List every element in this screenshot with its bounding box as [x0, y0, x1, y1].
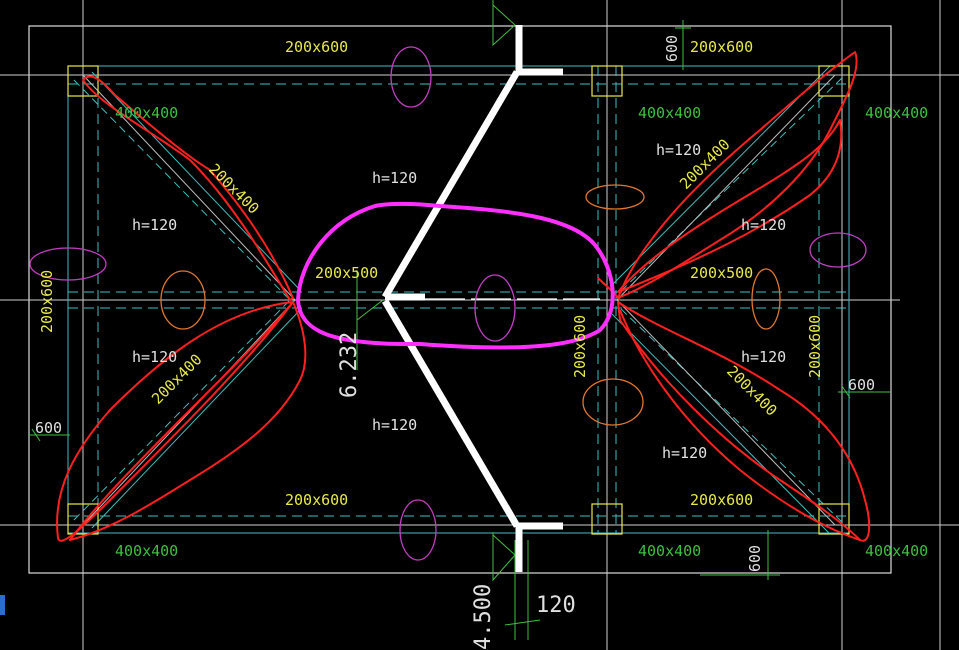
label-beam-left-vertical: 200x600: [38, 270, 56, 333]
wall-upper-diagonal: [381, 70, 521, 299]
markup-bottom-right: [617, 301, 871, 542]
label-diag-beam-br: 200x400: [723, 362, 780, 419]
columns: [67, 65, 850, 535]
label-dim-600-top: 600: [663, 35, 681, 62]
label-diag-beam-tl: 200x400: [205, 160, 262, 217]
markup-top-left: [82, 75, 294, 301]
column-bm: [591, 503, 623, 535]
label-slab-tr-upper: h=120: [656, 141, 701, 159]
purple-ellipses: [29, 46, 867, 561]
label-beam-right-vertical: 200x600: [806, 315, 824, 378]
column-bl: [67, 503, 99, 535]
label-dim-600-right: 600: [848, 376, 875, 394]
column-tl: [67, 65, 99, 97]
label-slab-bottom-center: h=120: [372, 416, 417, 434]
markup-right-tick: [597, 277, 621, 301]
label-col-tr-outer: 400x400: [865, 104, 928, 122]
markup-top-right-inner: [617, 119, 843, 293]
wall-lower-diagonal: [381, 299, 521, 528]
label-col-tr-inner: 400x400: [638, 104, 701, 122]
markup-top-right: [617, 51, 858, 299]
column-tm: [591, 65, 623, 97]
red-markups: [56, 51, 871, 542]
label-slab-br-upper: h=120: [741, 348, 786, 366]
label-wall-thickness: 120: [536, 593, 576, 618]
label-beam-top-left: 200x600: [285, 38, 348, 56]
label-beam-mid-vertical: 200x600: [571, 315, 589, 378]
label-beam-bottom-right: 200x600: [690, 491, 753, 509]
markup-bottom-left-inner: [69, 301, 307, 541]
label-beam-bottom-left: 200x600: [285, 491, 348, 509]
orange-ellipses: [160, 184, 781, 426]
label-beam-top-right: 200x600: [690, 38, 753, 56]
label-slab-tr-lower: h=120: [741, 216, 786, 234]
edge-marker: [0, 595, 5, 615]
label-beam-center-left: 200x500: [315, 264, 378, 282]
label-elevation-mid: 6.232: [337, 332, 362, 398]
label-slab-br-lower: h=120: [662, 444, 707, 462]
walls: [381, 25, 563, 572]
label-beam-center-right: 200x500: [690, 264, 753, 282]
label-col-tl: 400x400: [115, 104, 178, 122]
markup-magenta-loop: [296, 201, 615, 350]
dimension-lines: [28, 0, 890, 640]
label-col-bl: 400x400: [115, 542, 178, 560]
label-slab-bl: h=120: [132, 348, 177, 366]
markup-bottom-left: [56, 301, 294, 542]
label-col-br-outer: 400x400: [865, 542, 928, 560]
label-dim-600-left: 600: [35, 419, 62, 437]
beam-outline-outer: [67, 65, 850, 534]
column-tr: [818, 65, 850, 97]
label-dim-600-bottom: 600: [746, 545, 764, 572]
label-slab-tl: h=120: [132, 216, 177, 234]
diagonal-centerlines: [82, 74, 836, 526]
column-br: [818, 503, 850, 535]
label-slab-top-center: h=120: [372, 169, 417, 187]
label-col-br-inner: 400x400: [638, 542, 701, 560]
label-elevation-bottom: 4.500: [471, 584, 496, 650]
markup-bottom-right-inner: [619, 309, 861, 541]
